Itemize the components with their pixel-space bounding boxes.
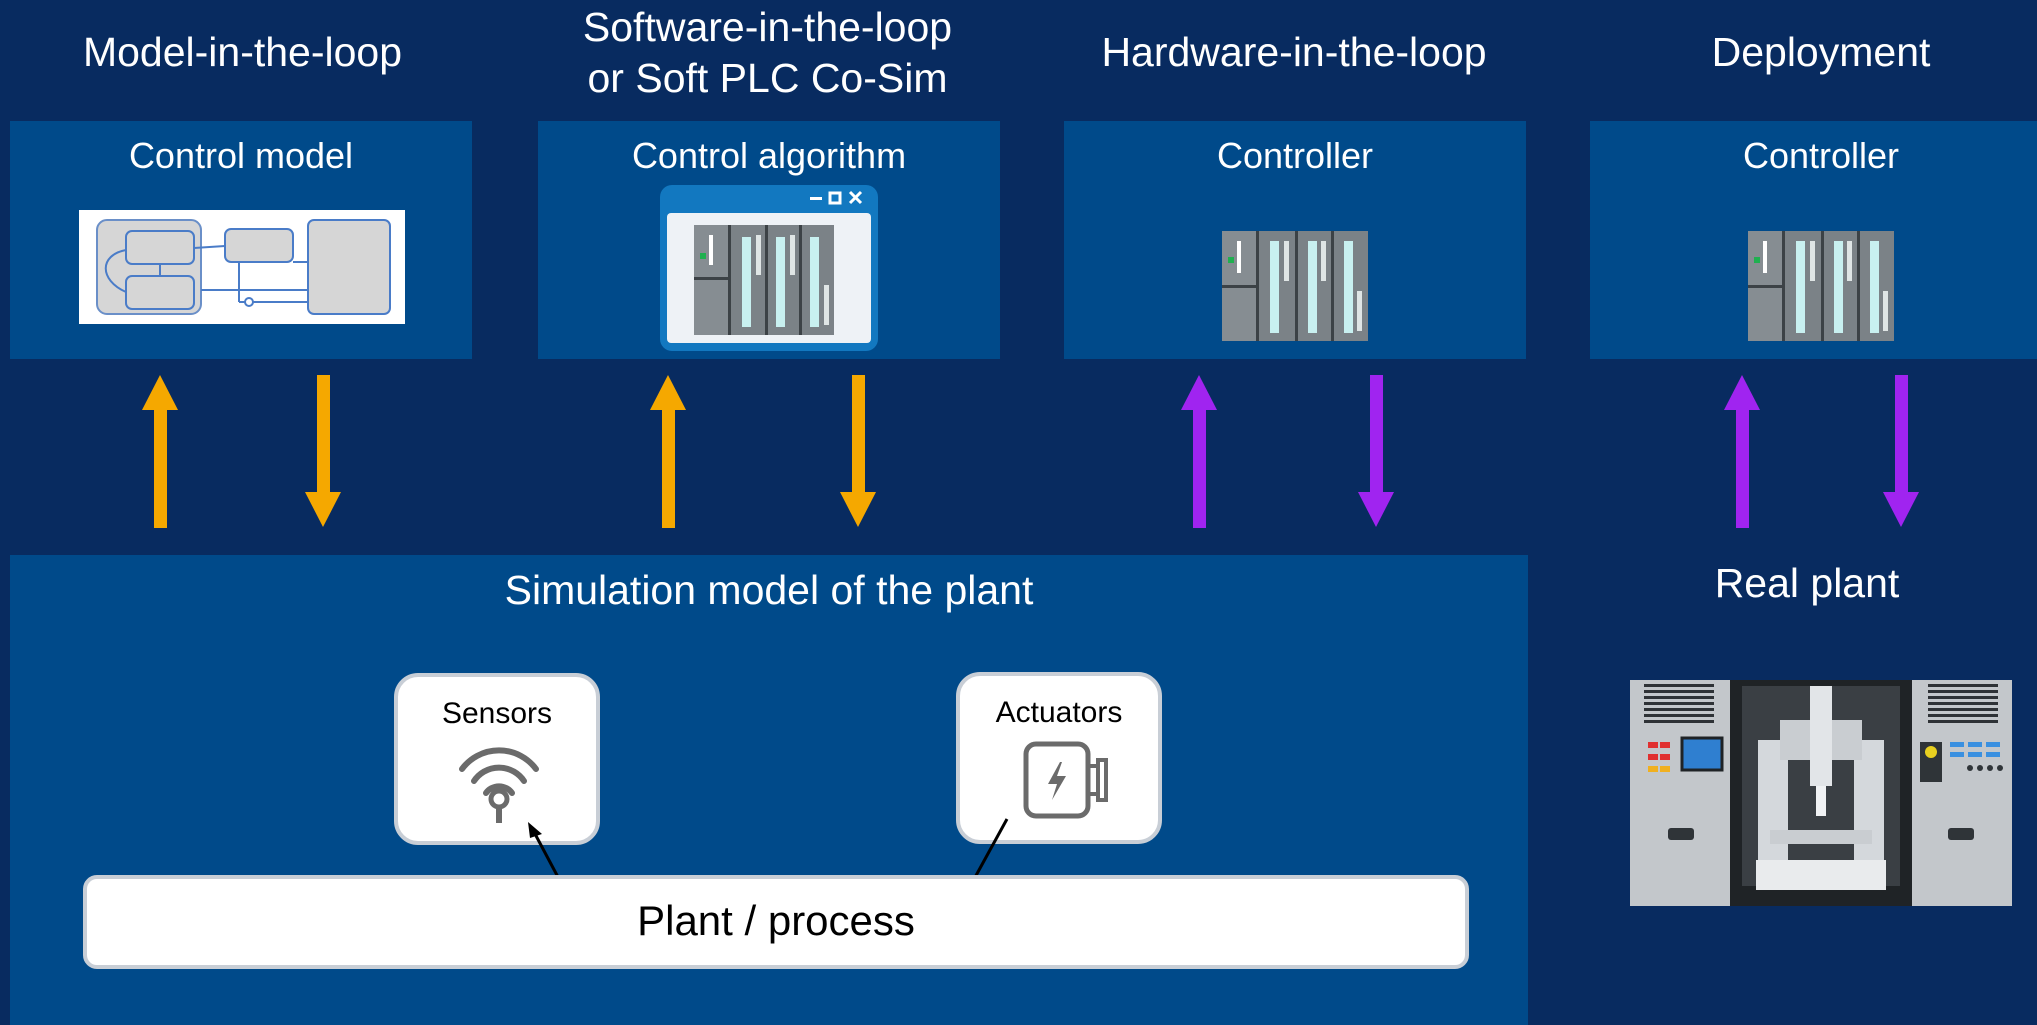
control-model-box: Control model bbox=[10, 121, 472, 359]
plc-icon bbox=[1748, 231, 1894, 341]
deployment-down-arrow bbox=[1883, 375, 1919, 527]
mil-down-arrow bbox=[305, 375, 341, 527]
mil-up-arrow bbox=[142, 375, 178, 528]
wireless-sensor-icon bbox=[459, 747, 539, 823]
simulation-panel: Simulation model of the plant Sensors Ac… bbox=[10, 555, 1528, 1025]
mil-title: Model-in-the-loop bbox=[82, 29, 403, 75]
deployment-controller-box: Controller bbox=[1590, 121, 2037, 359]
hil-down-arrow bbox=[1358, 375, 1394, 527]
control-algorithm-box: Control algorithm bbox=[538, 121, 1000, 359]
sil-up-arrow bbox=[650, 375, 686, 528]
machine-tool-icon bbox=[1630, 680, 2012, 906]
statechart-icon bbox=[79, 210, 405, 324]
deployment-controller-label: Controller bbox=[1742, 135, 1900, 176]
simulation-title: Simulation model of the plant bbox=[504, 567, 1034, 613]
sensors-card: Sensors bbox=[394, 673, 600, 845]
deployment-up-arrow bbox=[1724, 375, 1760, 528]
software-window-icon bbox=[660, 185, 878, 351]
actuators-label: Actuators bbox=[995, 696, 1123, 729]
plc-icon bbox=[1222, 231, 1368, 341]
real-plant-title: Real plant bbox=[1714, 560, 1900, 606]
actuators-card: Actuators bbox=[956, 672, 1162, 844]
control-algorithm-label: Control algorithm bbox=[631, 135, 907, 176]
sil-title: Software-in-the-loop or Soft PLC Co-Sim bbox=[540, 2, 995, 104]
deployment-title: Deployment bbox=[1711, 29, 1931, 75]
hil-title: Hardware-in-the-loop bbox=[1101, 29, 1487, 75]
control-model-label: Control model bbox=[128, 135, 354, 176]
actuator-motor-icon bbox=[1023, 741, 1108, 819]
sil-title-line1: Software-in-the-loop bbox=[582, 4, 953, 50]
hil-controller-label: Controller bbox=[1216, 135, 1374, 176]
sil-down-arrow bbox=[840, 375, 876, 527]
hil-up-arrow bbox=[1181, 375, 1217, 528]
hil-controller-box: Controller bbox=[1064, 121, 1526, 359]
sil-title-line2: or Soft PLC Co-Sim bbox=[587, 55, 948, 101]
sensors-label: Sensors bbox=[441, 697, 553, 730]
plant-process-bar: Plant / process bbox=[83, 875, 1469, 969]
